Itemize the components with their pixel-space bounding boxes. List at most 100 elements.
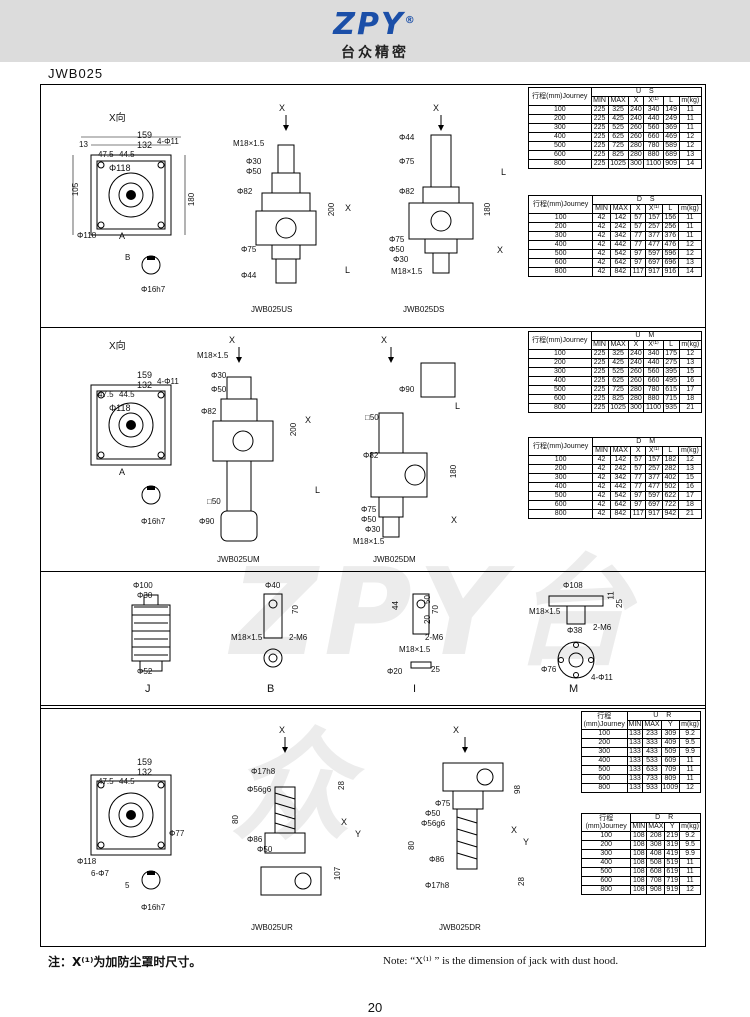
x-arrow-ur: X bbox=[279, 725, 286, 735]
clevis-b-drawing bbox=[263, 593, 283, 668]
dim-47-5: 47.5 bbox=[98, 777, 114, 786]
table-cell: 560 bbox=[643, 123, 664, 133]
table-cell: 400 bbox=[527, 482, 594, 492]
col-mass: m(kg) bbox=[679, 822, 701, 832]
table-cell: 157 bbox=[645, 455, 663, 465]
table-cell: 14 bbox=[678, 159, 703, 169]
dim-phi50: Φ50 bbox=[389, 245, 405, 254]
table-cell: 77 bbox=[629, 482, 647, 492]
x-arrow-dr: X bbox=[453, 725, 460, 735]
table-cell: 200 bbox=[527, 464, 594, 474]
table-cell: 11 bbox=[677, 213, 703, 223]
dim-sq50: □50 bbox=[365, 413, 379, 422]
dim-phi50: Φ50 bbox=[246, 167, 262, 176]
dim-phi75: Φ75 bbox=[399, 157, 415, 166]
table-cell: 589 bbox=[662, 141, 680, 151]
table-cell: 42 bbox=[592, 509, 611, 519]
table-cell: 249 bbox=[662, 114, 680, 124]
table-cell: 233 bbox=[642, 729, 662, 739]
dim-47-5: 47.5 bbox=[98, 150, 114, 159]
table-cell: 280 bbox=[627, 394, 645, 404]
table-cell: 225 bbox=[590, 159, 609, 169]
table-cell: 542 bbox=[609, 249, 631, 259]
table-cell: 719 bbox=[664, 876, 681, 886]
col-min: MIN bbox=[626, 720, 644, 730]
col-x: X bbox=[627, 96, 645, 106]
dim-l: L bbox=[315, 485, 321, 495]
dim-132: 132 bbox=[137, 380, 153, 390]
logo-registered: ® bbox=[404, 15, 417, 26]
table-cell: 825 bbox=[607, 150, 629, 160]
table-cell: 149 bbox=[662, 105, 680, 115]
table-cell: 300 bbox=[627, 403, 645, 413]
table-cell: 17 bbox=[678, 385, 703, 395]
table-cell: 625 bbox=[607, 376, 629, 386]
jack-elevation-dr bbox=[442, 737, 504, 870]
table-cell: 519 bbox=[664, 858, 681, 868]
table-cell: 825 bbox=[607, 394, 629, 404]
table-cell: 11 bbox=[679, 867, 701, 877]
dim-98: 98 bbox=[512, 785, 522, 794]
table-cell: 400 bbox=[581, 756, 628, 766]
acc-i-dim2: 70 bbox=[430, 605, 440, 614]
dim-200: 200 bbox=[327, 202, 337, 217]
table-cell: 42 bbox=[592, 213, 611, 223]
table-cell: 42 bbox=[592, 464, 611, 474]
table-cell: 477 bbox=[645, 240, 663, 250]
dim-4-holes: 4-Φ11 bbox=[157, 377, 179, 386]
table-cell: 42 bbox=[592, 473, 611, 483]
dim-phi90: Φ90 bbox=[399, 385, 415, 394]
table-cell: 596 bbox=[661, 249, 679, 259]
col-max: MAX bbox=[609, 204, 631, 214]
table-cell: 9.9 bbox=[679, 747, 701, 757]
table-cell: 780 bbox=[643, 385, 664, 395]
table-cell: 200 bbox=[528, 358, 592, 368]
table-cell: 725 bbox=[607, 385, 629, 395]
dim-phi50: Φ50 bbox=[257, 845, 273, 854]
table-cell: 57 bbox=[629, 213, 647, 223]
table-title: D R bbox=[630, 813, 701, 823]
table-cell: 800 bbox=[528, 159, 592, 169]
table-cell: 400 bbox=[528, 132, 592, 142]
table-cell: 182 bbox=[661, 455, 679, 465]
table-cell: 133 bbox=[626, 729, 644, 739]
table-cell: 376 bbox=[661, 231, 679, 241]
dim-phi75: Φ75 bbox=[361, 505, 377, 514]
note-english: Note: “X⁽¹⁾ ” is the dimension of jack w… bbox=[383, 955, 619, 967]
table-cell: 340 bbox=[643, 349, 664, 359]
table-cell: 300 bbox=[581, 747, 628, 757]
table-cell: 9.5 bbox=[679, 738, 701, 748]
table-cell: 697 bbox=[645, 500, 663, 510]
dim-phi30: Φ30 bbox=[246, 157, 262, 166]
table-cell: 500 bbox=[528, 141, 592, 151]
table-cell: 14 bbox=[677, 267, 703, 277]
table-cell: 12 bbox=[679, 885, 701, 895]
dim-132: 132 bbox=[137, 767, 153, 777]
jack-elevation-ds bbox=[408, 115, 474, 274]
table-cell: 842 bbox=[609, 267, 631, 277]
table-cell: 100 bbox=[580, 831, 632, 841]
table-cell: 225 bbox=[590, 114, 609, 124]
table-cell: 225 bbox=[590, 105, 609, 115]
table-cell: 117 bbox=[629, 509, 647, 519]
table-cell: 21 bbox=[678, 403, 703, 413]
table-cell: 12 bbox=[677, 455, 703, 465]
dim-132: 132 bbox=[137, 140, 153, 150]
dim-x: X bbox=[341, 817, 348, 827]
acc-j-dim1: Φ30 bbox=[137, 591, 153, 600]
dim-y: Y bbox=[355, 829, 362, 839]
col-min: MIN bbox=[592, 446, 611, 456]
table-cell: 880 bbox=[643, 394, 664, 404]
table-cell: 600 bbox=[527, 258, 594, 268]
dim-phi82: Φ82 bbox=[363, 451, 379, 460]
table-cell: 800 bbox=[580, 885, 632, 895]
dim-4-holes: 4-Φ11 bbox=[157, 137, 179, 146]
x-view-label: X向 bbox=[109, 113, 126, 124]
dim-phi86: Φ86 bbox=[429, 855, 445, 864]
